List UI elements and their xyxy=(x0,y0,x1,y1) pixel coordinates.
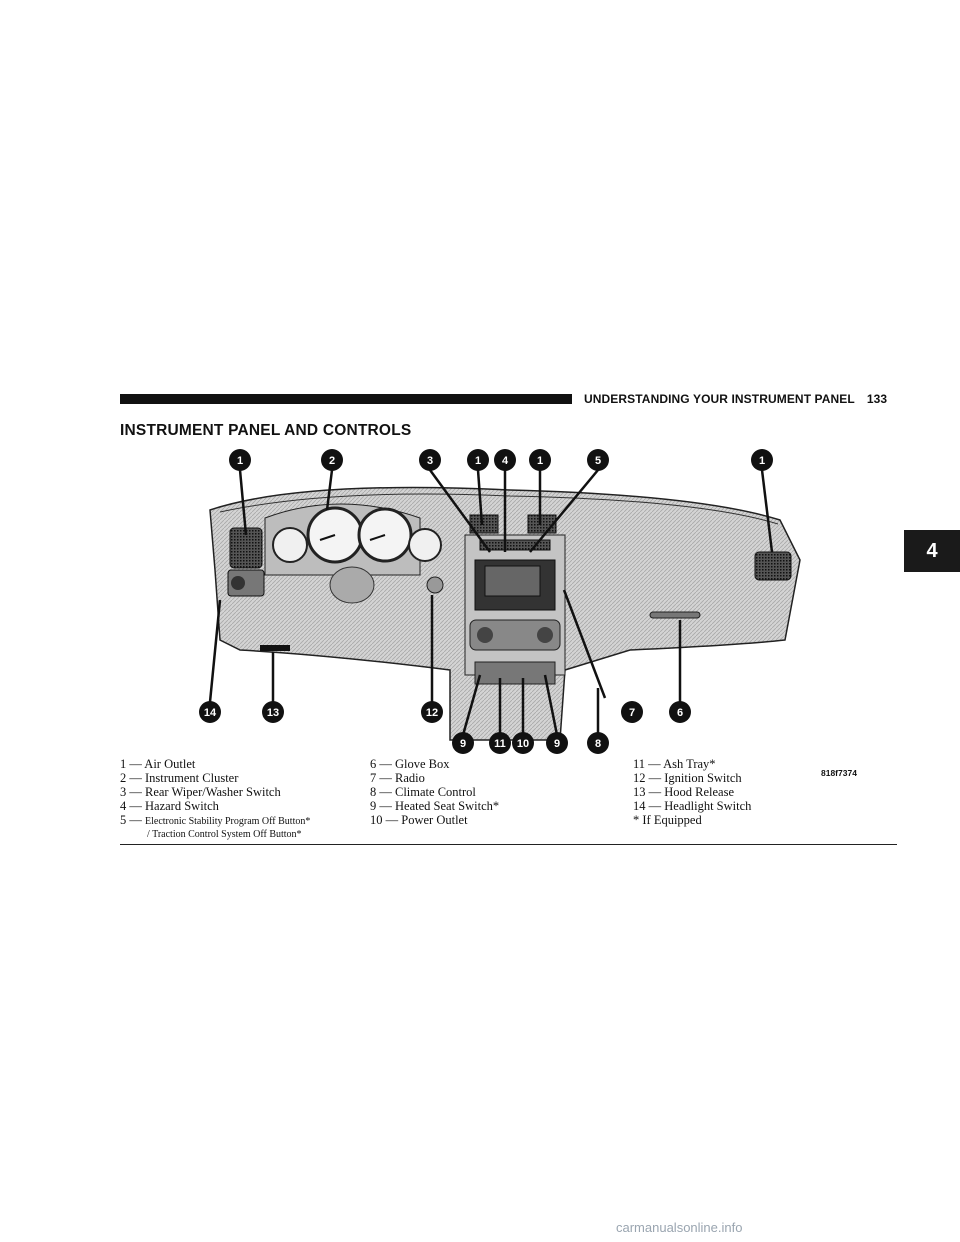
callout-label: 3 xyxy=(427,455,433,467)
callout-label: 9 xyxy=(460,738,466,750)
legend-item-5-prefix: 5 — xyxy=(120,813,142,827)
callout-14: 14 xyxy=(199,701,221,723)
page-number: 133 xyxy=(866,392,888,406)
callout-9b: 9 xyxy=(546,732,568,754)
legend-item-5: 5 — Electronic Stability Program Off But… xyxy=(120,813,310,829)
legend-item-5-line2: / Traction Control System Off Button* xyxy=(147,829,302,840)
callout-5-top: 5 xyxy=(587,449,609,471)
figure-code: 818f7374 xyxy=(821,768,857,778)
ignition-switch xyxy=(426,576,444,594)
callout-1d-top: 1 xyxy=(751,449,773,471)
legend-column-2: 6 — Glove Box 7 — Radio 8 — Climate Cont… xyxy=(370,757,499,827)
callout-label: 10 xyxy=(517,738,529,750)
legend-item-5-line1: Electronic Stability Program Off Button* xyxy=(145,816,311,827)
legend-item: 9 — Heated Seat Switch* xyxy=(370,799,500,813)
instrument-panel-figure: 1 2 3 1 4 1 5 1 xyxy=(199,449,801,754)
legend-item: 4 — Hazard Switch xyxy=(120,799,219,813)
glove-box xyxy=(649,611,701,619)
callout-label: 5 xyxy=(595,455,601,467)
callout-label: 7 xyxy=(629,707,635,719)
legend-item: 14 — Headlight Switch xyxy=(633,799,752,813)
callout-label: 6 xyxy=(677,707,683,719)
section-title: INSTRUMENT PANEL AND CONTROLS xyxy=(120,422,412,439)
callout-label: 8 xyxy=(595,738,601,750)
callout-label: 1 xyxy=(475,455,481,467)
callout-label: 1 xyxy=(759,455,765,467)
callout-label: 1 xyxy=(237,455,243,467)
callout-7: 7 xyxy=(621,701,643,723)
callout-label: 9 xyxy=(554,738,560,750)
callout-label: 12 xyxy=(426,707,438,719)
callout-8: 8 xyxy=(587,732,609,754)
callout-12: 12 xyxy=(421,701,443,723)
legend-item: 13 — Hood Release xyxy=(633,785,735,799)
callout-label: 4 xyxy=(502,455,509,467)
legend-item: 6 — Glove Box xyxy=(370,757,450,771)
header-title: UNDERSTANDING YOUR INSTRUMENT PANEL xyxy=(584,392,855,406)
callout-label: 2 xyxy=(329,455,335,467)
callout-2-top: 2 xyxy=(321,449,343,471)
callout-6: 6 xyxy=(669,701,691,723)
center-stack xyxy=(464,534,566,685)
callout-label: 13 xyxy=(267,707,279,719)
climate-control xyxy=(469,619,561,651)
instrument-cluster xyxy=(264,503,442,576)
legend-item: 7 — Radio xyxy=(370,771,425,785)
callout-4-top: 4 xyxy=(494,449,516,471)
legend-item: 11 — Ash Tray* xyxy=(633,757,716,771)
running-header: UNDERSTANDING YOUR INSTRUMENT PANEL 133 xyxy=(584,392,887,406)
legend-item: 10 — Power Outlet xyxy=(370,813,468,827)
callout-11: 11 xyxy=(489,732,511,754)
callout-3-top: 3 xyxy=(419,449,441,471)
legend-bottom-rule xyxy=(120,844,897,845)
hood-release xyxy=(260,645,290,651)
watermark: carmanualsonline.info xyxy=(616,1220,743,1235)
callout-1-top: 1 xyxy=(229,449,251,471)
right-air-outlet xyxy=(754,551,792,581)
callout-1b-top: 1 xyxy=(467,449,489,471)
legend-item: 1 — Air Outlet xyxy=(120,757,196,771)
callout-label: 14 xyxy=(204,707,217,719)
callout-9a: 9 xyxy=(452,732,474,754)
legend-item: 12 — Ignition Switch xyxy=(633,771,742,785)
legend-item: * If Equipped xyxy=(633,813,702,827)
legend-column-1: 1 — Air Outlet 2 — Instrument Cluster 3 … xyxy=(120,757,310,840)
legend-item: 2 — Instrument Cluster xyxy=(120,771,239,785)
callout-label: 1 xyxy=(537,455,543,467)
callout-1c-top: 1 xyxy=(529,449,551,471)
header-rule xyxy=(120,394,572,404)
callout-10: 10 xyxy=(512,732,534,754)
legend-item: 8 — Climate Control xyxy=(370,785,476,799)
callout-label: 11 xyxy=(494,738,506,750)
legend-item: 3 — Rear Wiper/Washer Switch xyxy=(120,785,281,799)
callout-13: 13 xyxy=(262,701,284,723)
chapter-tab: 4 xyxy=(904,530,960,572)
legend-column-3: 11 — Ash Tray* 12 — Ignition Switch 13 —… xyxy=(633,757,751,827)
